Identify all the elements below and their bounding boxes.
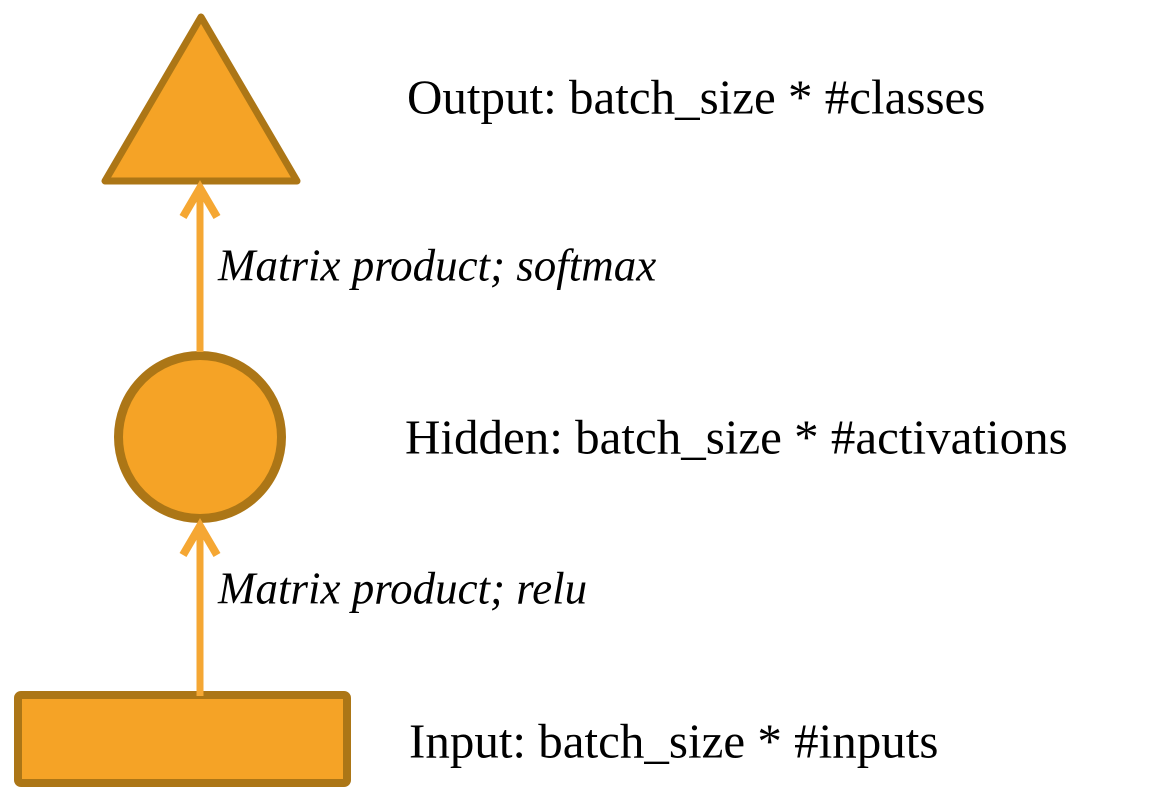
- arrow-input-to-hidden: [179, 518, 221, 696]
- output-node-label: Output: batch_size * #classes: [407, 69, 986, 125]
- hidden-node-label: Hidden: batch_size * #activations: [405, 409, 1068, 465]
- arrow-input-to-hidden-head: [179, 518, 221, 558]
- arrow-hidden-to-output: [179, 180, 221, 352]
- input-rect-node: [14, 691, 351, 787]
- arrow-hidden-to-output-head: [179, 180, 221, 220]
- edge-label-relu: Matrix product; relu: [218, 563, 588, 614]
- output-triangle-node: [101, 13, 301, 185]
- input-node-label: Input: batch_size * #inputs: [409, 713, 939, 769]
- edge-label-softmax: Matrix product; softmax: [218, 240, 657, 291]
- hidden-circle-node: [114, 351, 286, 523]
